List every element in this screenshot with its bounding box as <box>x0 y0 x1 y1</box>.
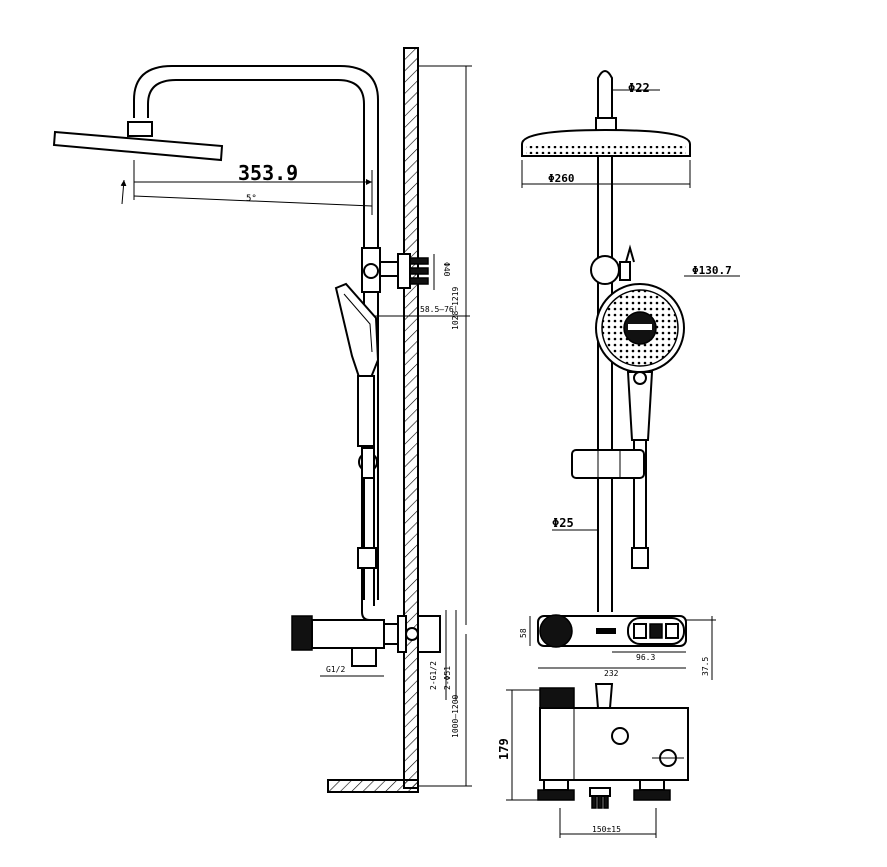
front-arm <box>597 70 613 118</box>
overhead-arm <box>133 65 379 600</box>
front-riser <box>597 156 613 612</box>
inlet-offset-label: 37.5 <box>701 657 710 676</box>
mixer-thread-label: G1/2 <box>326 665 345 674</box>
mixer-body-height-label: 179 <box>497 738 511 760</box>
head-connector <box>127 121 153 137</box>
arm-diameter-label: Φ22 <box>628 81 650 95</box>
arm-projection-label: 353.9 <box>238 161 298 185</box>
bracket-width-label: Φ40 <box>442 262 451 277</box>
riser-diameter-label: Φ25 <box>552 516 574 530</box>
floor-section <box>327 779 419 793</box>
hand-shower-front <box>595 283 685 569</box>
wall-section <box>403 47 419 789</box>
mixer-side <box>291 615 441 667</box>
wall-offset-label: 58.5—76 <box>420 305 454 314</box>
inlet-thread-label: 2-G1/2 <box>429 661 438 690</box>
inlet-fittings <box>537 779 671 809</box>
hand-shower-diameter-label: Φ130.7 <box>692 264 732 277</box>
inlet-spacing-label: 150±15 <box>592 825 621 834</box>
button-offset-label: 96.3 <box>636 653 655 662</box>
tilt-angle-label: 5° <box>246 194 257 204</box>
rain-head-side <box>52 130 224 162</box>
wall-bracket <box>361 247 429 293</box>
hand-shower-side <box>334 282 380 621</box>
riser-height-label: 1028—1219 <box>451 286 460 330</box>
mixer-width-label: 232 <box>604 669 619 678</box>
front-view: Φ22 Φ260 Φ130.7 <box>519 70 740 680</box>
head-diameter-label: Φ260 <box>548 172 575 185</box>
mixer-height-label: 1000—1200 <box>451 694 460 738</box>
bottom-view: 179 150±15 <box>497 683 689 838</box>
mixer-depth-label: 58 <box>519 628 528 638</box>
side-view: 353.9 5° Φ40 58.5—76 <box>52 47 472 793</box>
mixer-body-bottom <box>539 707 689 781</box>
inlet-diameter-label: 2-Φ51 <box>443 666 452 690</box>
slide-holder <box>571 449 645 479</box>
mixer-front <box>537 614 687 648</box>
